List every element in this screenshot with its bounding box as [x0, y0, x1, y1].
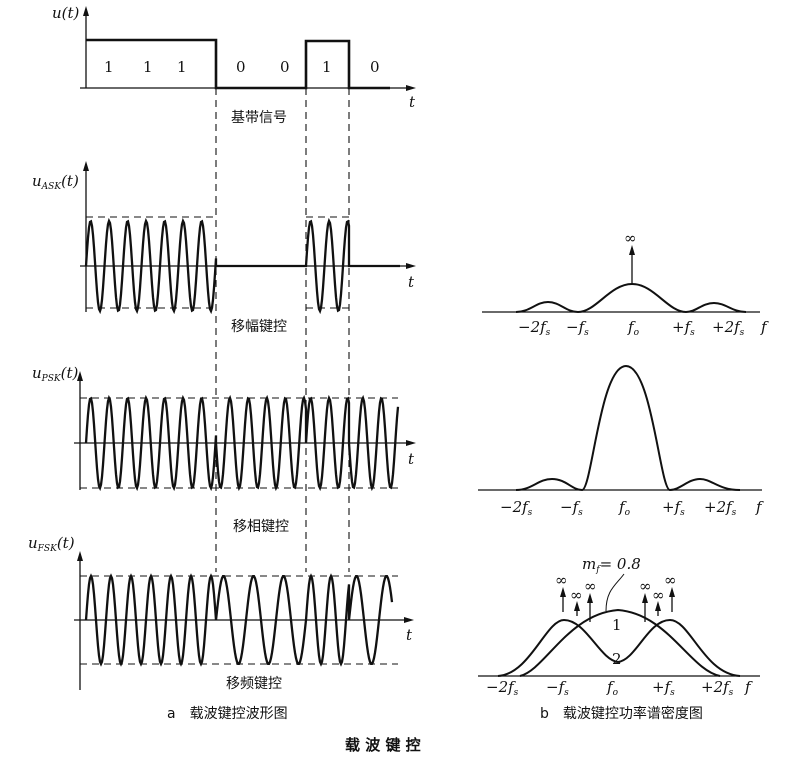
psk-axis-main: u: [32, 364, 42, 382]
svg-text:−2fs: −2fs: [500, 498, 533, 518]
baseband-y-arrow: [83, 6, 89, 16]
psk-spectrum-f-label: f: [755, 498, 764, 516]
fsk-infinity-4: ∞: [639, 577, 652, 595]
svg-text:fo: fo: [627, 318, 640, 338]
left-caption: a 载波键控波形图: [167, 706, 288, 722]
baseband-caption: 基带信号: [231, 109, 287, 126]
fsk-infinity-2: ∞: [570, 586, 583, 604]
bit-1: 1: [104, 58, 114, 76]
bit-7: 0: [370, 58, 380, 76]
svg-text:−2fs: −2fs: [518, 318, 551, 338]
ask-spectrum-infinity: ∞: [624, 229, 637, 247]
baseband-t-arrow: [406, 85, 416, 91]
fsk-waveform: [84, 573, 394, 667]
svg-text:fo: fo: [618, 498, 631, 518]
ask-panel: [80, 161, 416, 315]
fsk-spectrum-curve-1: [519, 608, 721, 677]
svg-text:−2fs: −2fs: [486, 678, 519, 698]
svg-text:+2fs: +2fs: [701, 678, 734, 698]
svg-text:+fs: +fs: [652, 678, 675, 698]
psk-labels: uPSK(t) t 移相键控: [32, 364, 415, 535]
ask-axis-tail: (t): [61, 172, 79, 190]
ask-labels: uASK(t) t 移幅键控: [32, 172, 415, 335]
fsk-infinity-3: ∞: [584, 577, 597, 595]
fsk-curve-1-label: 1: [612, 616, 622, 634]
mf-label: mf= 0.8: [582, 555, 641, 575]
baseband-t-label: t: [409, 93, 416, 111]
svg-text:fo: fo: [606, 678, 619, 698]
bit-5: 0: [280, 58, 290, 76]
fsk-infinity-1: ∞: [555, 571, 568, 589]
svg-text:uPSK(t): uPSK(t): [32, 364, 79, 384]
right-caption: b 载波键控功率谱密度图: [540, 705, 703, 722]
svg-text:+fs: +fs: [672, 318, 695, 338]
psk-axis-tail: (t): [61, 364, 79, 382]
bit-boundary-guides: [215, 88, 350, 572]
fsk-infinity-5: ∞: [652, 586, 665, 604]
ask-caption: 移幅键控: [231, 319, 287, 335]
ask-spectrum-f-label: f: [760, 318, 769, 336]
bit-4: 0: [236, 58, 246, 76]
fsk-panel: [74, 551, 414, 690]
psk-caption: 移相键控: [233, 519, 289, 535]
ask-axis-main: u: [32, 172, 42, 190]
fsk-axis-main: u: [28, 534, 38, 552]
svg-text:+fs: +fs: [662, 498, 685, 518]
psk-t-label: t: [408, 450, 415, 468]
fsk-spectrum-impulses: [560, 587, 675, 622]
fsk-labels: uFSK(t) t 移频键控: [28, 534, 413, 692]
bit-3: 1: [177, 58, 187, 76]
fsk-caption: 移频键控: [226, 676, 282, 692]
fsk-infinity-6: ∞: [664, 571, 677, 589]
fsk-axis-tail: (t): [57, 534, 75, 552]
baseband-panel: [80, 6, 416, 91]
ask-axis-sub: ASK: [41, 182, 63, 192]
psk-spectrum: [478, 364, 762, 492]
svg-text:uASK(t): uASK(t): [32, 172, 79, 192]
psk-waveform: [84, 394, 400, 492]
fsk-spectrum-curve-2: [497, 618, 741, 677]
svg-text:−fs: −fs: [546, 678, 569, 698]
baseband-axis-label: u(t): [52, 4, 80, 22]
svg-text:+2fs: +2fs: [704, 498, 737, 518]
mf-leader: [605, 573, 625, 612]
ask-t-label: t: [408, 273, 415, 291]
ask-waveform: [84, 217, 400, 315]
ask-spectrum: [482, 245, 760, 314]
bit-6: 1: [322, 58, 332, 76]
baseband-waveform: [86, 38, 390, 90]
svg-text:+2fs: +2fs: [712, 318, 745, 338]
bit-2: 1: [143, 58, 153, 76]
fsk-spectrum: [478, 573, 760, 677]
fsk-axis-sub: FSK: [37, 544, 58, 554]
fsk-t-label: t: [406, 626, 413, 644]
fsk-curve-2-label: 2: [612, 650, 622, 668]
fsk-spectrum-f-label: f: [744, 678, 753, 696]
psk-axis-sub: PSK: [41, 374, 62, 384]
psk-panel: [74, 371, 416, 492]
svg-text:−fs: −fs: [566, 318, 589, 338]
baseband-labels: u(t) t 1 1 1 0 0 1 0 基带信号: [52, 4, 416, 126]
svg-text:−fs: −fs: [560, 498, 583, 518]
figure-title: 载 波 键 控: [345, 736, 421, 754]
spectrum-labels: ∞ −2fs −fs fo +fs +2fs f −2fs −fs fo +fs…: [486, 229, 769, 698]
svg-text:uFSK(t): uFSK(t): [28, 534, 75, 554]
